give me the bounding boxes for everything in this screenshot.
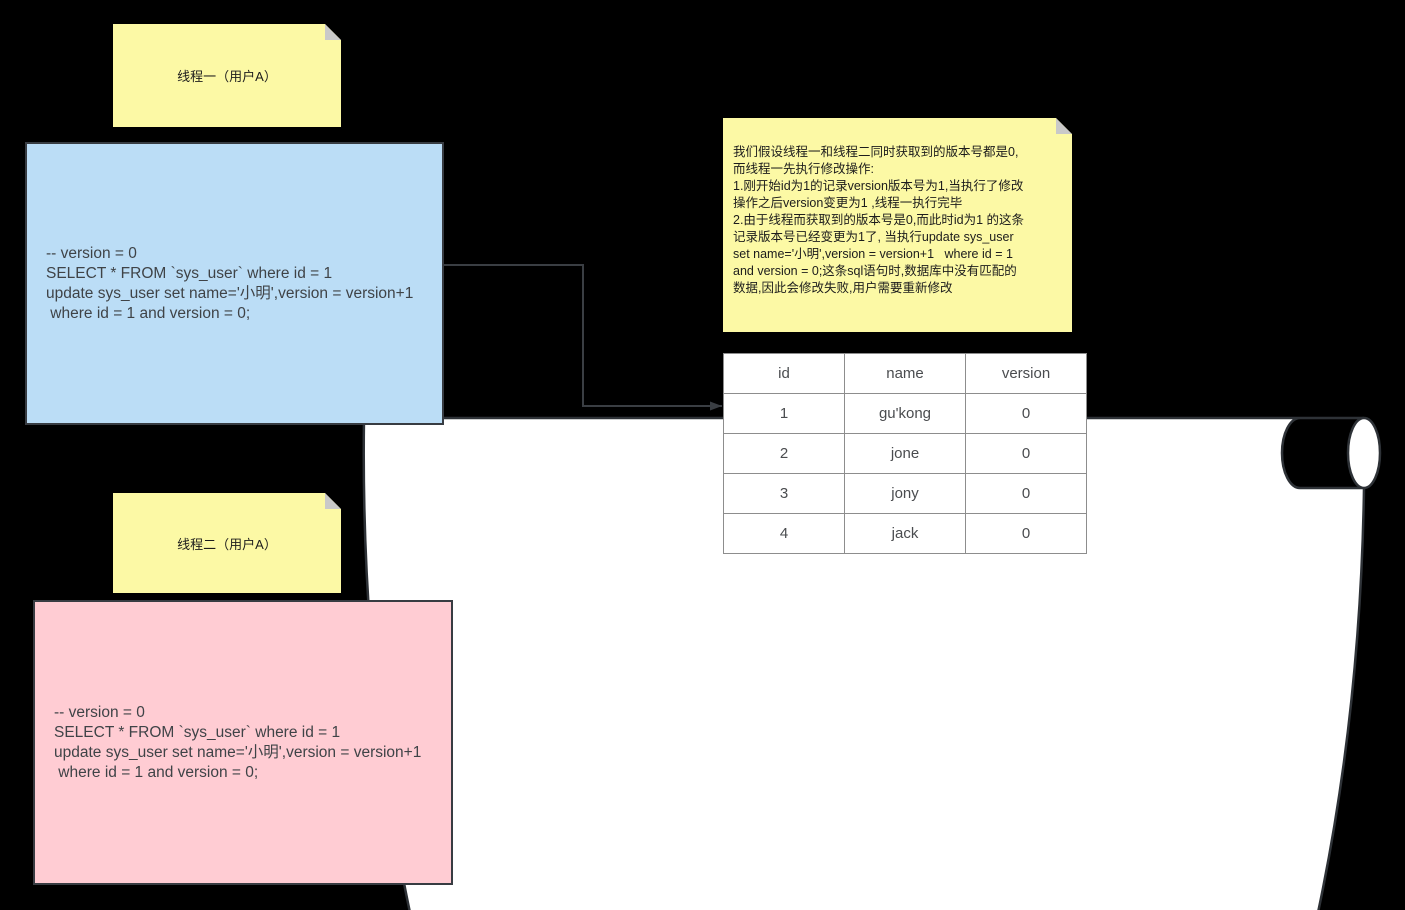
connector-thread1-to-table: [444, 264, 722, 411]
note-fold-corner: [1056, 118, 1072, 134]
sql-line: SELECT * FROM `sys_user` where id = 1: [54, 723, 341, 741]
cell-version: 0: [965, 393, 1087, 434]
table-header-row: id name version: [723, 353, 1087, 394]
cell-name: jony: [844, 473, 966, 514]
sql-box-thread1: -- version = 0 SELECT * FROM `sys_user` …: [25, 142, 444, 425]
table-row: 3 jony 0: [723, 473, 1087, 514]
explanation-line: 1.刚开始id为1的记录version版本号为1,当执行了修改: [733, 179, 1024, 193]
explanation-line: 我们假设线程一和线程二同时获取到的版本号都是0,: [733, 145, 1019, 159]
cell-id: 1: [723, 393, 845, 434]
sys-user-table: id name version 1 gu'kong 0 2 jone 0 3 j…: [723, 353, 1087, 554]
sql-line: -- version = 0: [54, 703, 145, 721]
table-header-id: id: [723, 353, 845, 394]
cell-version: 0: [965, 513, 1087, 554]
cell-name: jone: [844, 433, 966, 474]
explanation-line: 2.由于线程而获取到的版本号是0,而此时id为1 的这条: [733, 213, 1025, 227]
note-explanation: 我们假设线程一和线程二同时获取到的版本号都是0, 而线程一先执行修改操作: 1.…: [723, 118, 1072, 332]
explanation-line: 数据,因此会修改失败,用户需要重新修改: [733, 281, 953, 295]
table-header-version: version: [965, 353, 1087, 394]
sql-line: SELECT * FROM `sys_user` where id = 1: [46, 264, 333, 282]
sql-line: update sys_user set name='小明',version = …: [54, 743, 422, 761]
explanation-line: 记录版本号已经变更为1了, 当执行update sys_user: [733, 230, 1014, 244]
connector-thread2-to-table: [453, 448, 722, 744]
explanation-line: and version = 0;这条sql语句时,数据库中没有匹配的: [733, 264, 1017, 278]
cell-version: 0: [965, 433, 1087, 474]
cell-id: 3: [723, 473, 845, 514]
table-row: 1 gu'kong 0: [723, 393, 1087, 434]
cell-id: 2: [723, 433, 845, 474]
table-row: 4 jack 0: [723, 513, 1087, 554]
note-explanation-text: 我们假设线程一和线程二同时获取到的版本号都是0, 而线程一先执行修改操作: 1.…: [733, 144, 1066, 297]
explanation-line: 操作之后version变更为1 ,线程一执行完毕: [733, 196, 963, 210]
note-thread2-label: 线程二（用户A）: [177, 536, 277, 552]
table-row: 2 jone 0: [723, 433, 1087, 474]
note-thread1-label: 线程一（用户A）: [177, 69, 277, 84]
cell-id: 4: [723, 513, 845, 554]
cell-name: jack: [844, 513, 966, 554]
sql-box-thread2: -- version = 0 SELECT * FROM `sys_user` …: [33, 600, 453, 885]
table-header-name: name: [844, 353, 966, 394]
sql-line: -- version = 0: [46, 244, 137, 262]
cell-version: 0: [965, 473, 1087, 514]
sql-line: update sys_user set name='小明',version = …: [46, 284, 414, 302]
sql-line: where id = 1 and version = 0;: [54, 763, 259, 781]
explanation-line: 而线程一先执行修改操作:: [733, 162, 874, 176]
note-thread2: 线程二（用户A）: [113, 493, 341, 593]
sql-line: where id = 1 and version = 0;: [46, 304, 251, 322]
note-thread1: 线程一（用户A）: [113, 24, 341, 127]
cell-name: gu'kong: [844, 393, 966, 434]
explanation-line: set name='小明',version = version+1 where …: [733, 247, 1013, 261]
